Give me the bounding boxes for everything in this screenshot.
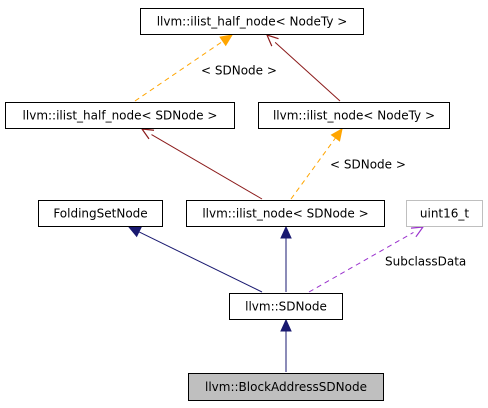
edge-ilist_half_node_sdnode-to-ilist_node_sdnode — [140, 128, 263, 200]
edge-line — [151, 134, 263, 200]
edge-label: < SDNode > — [201, 64, 277, 78]
edge-folding_set_node-to-sdnode — [127, 226, 263, 293]
arrowhead-icon — [330, 128, 343, 142]
arrowhead-icon — [280, 318, 292, 332]
node-ilist-half-node-sdnode[interactable]: llvm::ilist_half_node< SDNode > — [5, 102, 235, 129]
node-box — [140, 8, 364, 35]
node-label: llvm::ilist_half_node< NodeTy > — [157, 15, 348, 29]
node-box — [258, 102, 450, 129]
edge-line — [138, 231, 263, 293]
edge-sdnode-to-block_address_sdnode — [280, 318, 292, 372]
node-label: llvm::SDNode — [245, 300, 327, 314]
node-box — [186, 200, 385, 227]
edge-ilist_node_sdnode-to-sdnode — [280, 225, 292, 292]
edge-ilist_node_nodety-to-ilist_node_sdnode: < SDNode > — [290, 128, 406, 200]
node-uint16-t[interactable]: uint16_t — [406, 200, 483, 227]
node-label: llvm::ilist_node< SDNode > — [202, 207, 368, 221]
arrowhead-icon — [219, 34, 233, 47]
arrowhead-icon — [280, 225, 292, 239]
node-label: uint16_t — [420, 207, 470, 221]
node-ilist-node-sdnode[interactable]: llvm::ilist_node< SDNode > — [186, 200, 385, 227]
nodes-layer: llvm::ilist_half_node< NodeTy >llvm::ili… — [5, 8, 483, 401]
edge-line — [274, 42, 341, 102]
edge-uint16_t-to-sdnode: SubclassData — [308, 226, 466, 293]
open-arrowhead-icon — [410, 226, 425, 238]
arrowhead-icon — [127, 226, 142, 238]
edge-label: SubclassData — [385, 255, 466, 269]
node-box — [5, 102, 235, 129]
node-box — [229, 293, 343, 320]
node-block-address-sdnode[interactable]: llvm::BlockAddressSDNode — [188, 373, 384, 401]
node-ilist-node-nodety[interactable]: llvm::ilist_node< NodeTy > — [258, 102, 450, 129]
edge-line — [308, 232, 414, 293]
node-box — [38, 200, 163, 227]
edge-label: < SDNode > — [330, 158, 406, 172]
node-box — [406, 200, 483, 227]
node-label: llvm::BlockAddressSDNode — [205, 380, 367, 394]
edge-ilist_half_node_nodety-to-ilist_node_nodety — [265, 34, 341, 102]
node-label: FoldingSetNode — [53, 207, 147, 221]
node-label: llvm::ilist_half_node< SDNode > — [23, 109, 218, 123]
edge-ilist_half_node_nodety-to-ilist_half_node_sdnode: < SDNode > — [134, 34, 277, 102]
node-box — [188, 373, 384, 401]
edge-line — [290, 137, 336, 200]
node-sdnode[interactable]: llvm::SDNode — [229, 293, 343, 320]
node-folding-set-node[interactable]: FoldingSetNode — [38, 200, 163, 227]
node-label: llvm::ilist_node< NodeTy > — [273, 109, 435, 123]
node-ilist-half-node-nodety[interactable]: llvm::ilist_half_node< NodeTy > — [140, 8, 364, 35]
open-arrowhead-icon — [140, 128, 155, 140]
